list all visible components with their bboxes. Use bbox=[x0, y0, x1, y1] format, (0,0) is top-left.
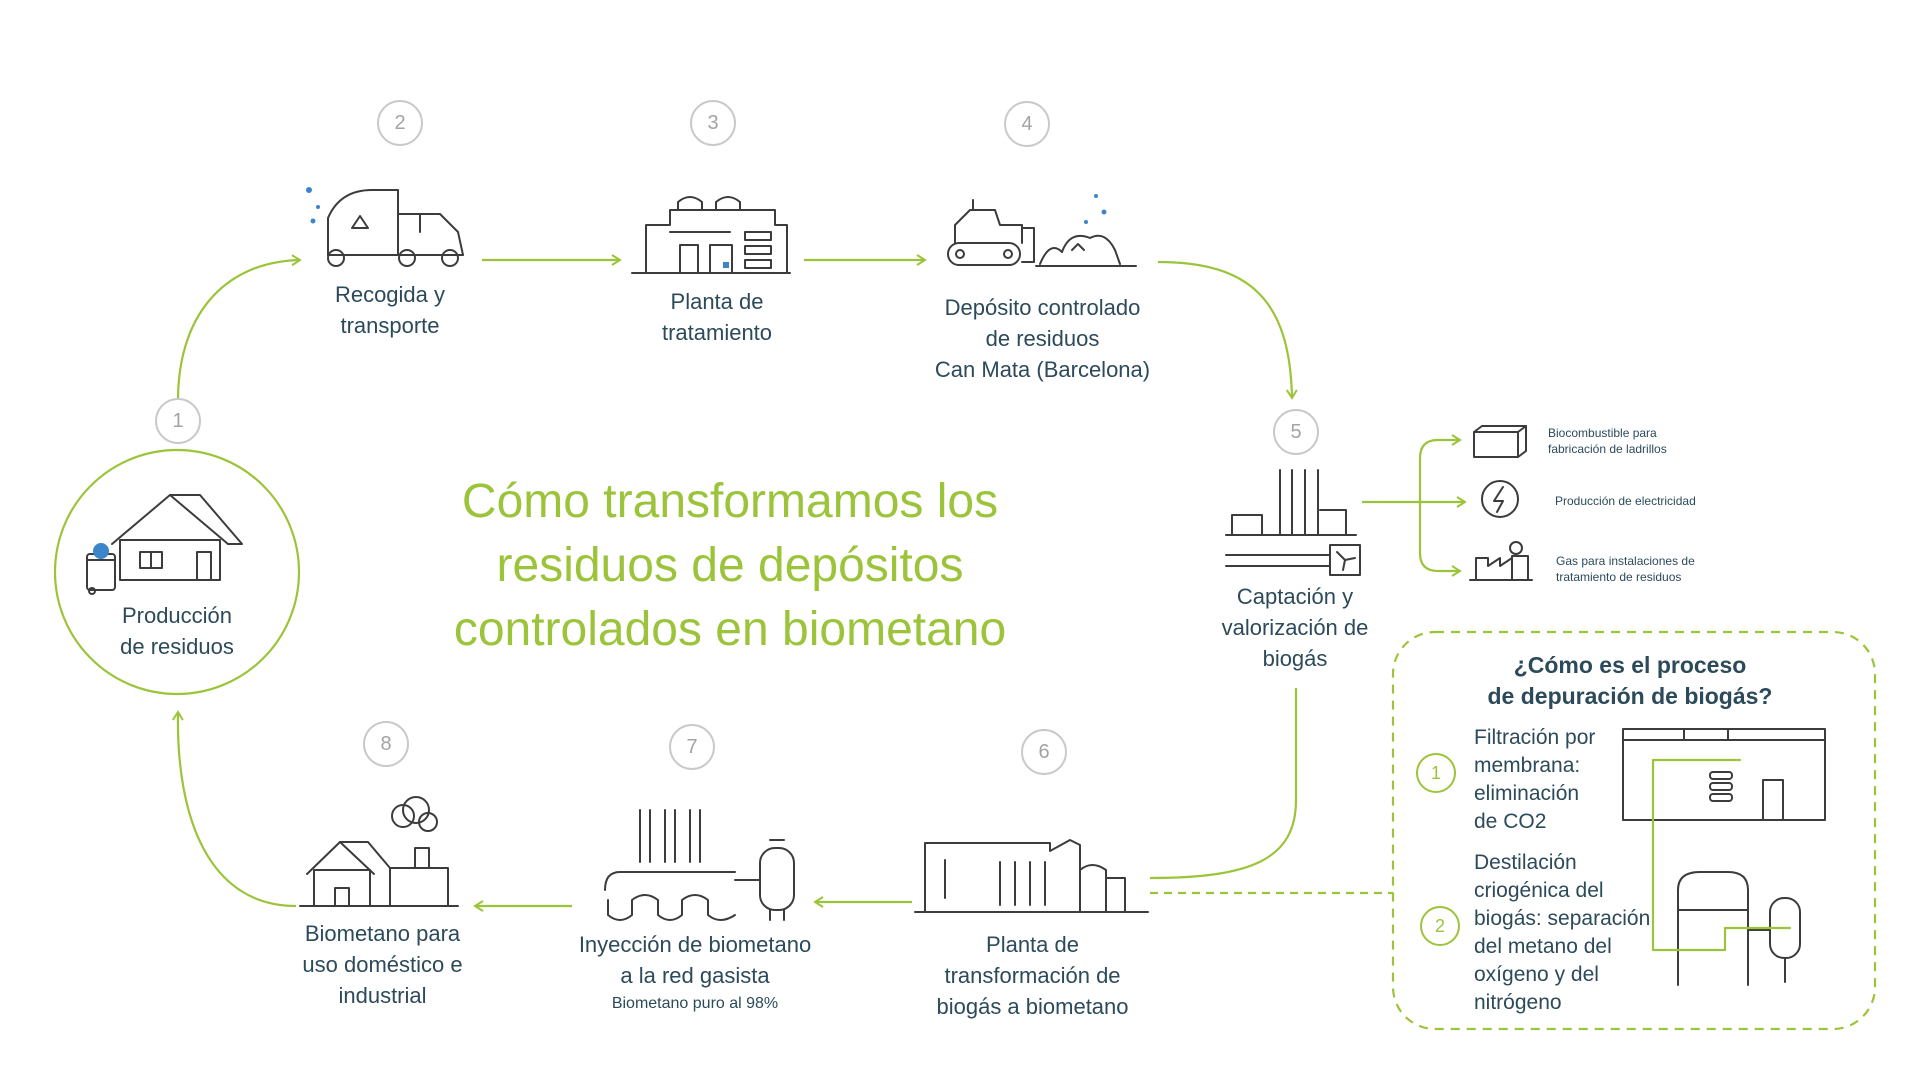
branch-top bbox=[1418, 434, 1462, 502]
step-label-7: Inyección de biometano a la red gasista bbox=[578, 932, 812, 988]
arrow-1-2 bbox=[176, 254, 302, 401]
diagram-title: Cómo transformamos los residuos de depós… bbox=[453, 475, 1007, 656]
house-icon bbox=[86, 494, 243, 595]
step-label-4: Depósito controlado de residuos Can Mata… bbox=[934, 295, 1151, 382]
purification-panel-border bbox=[1391, 630, 1877, 1031]
gas-grid-icon bbox=[604, 809, 795, 921]
garbage-truck-icon bbox=[327, 189, 464, 267]
step-number-6: 6 bbox=[1021, 729, 1067, 775]
treatment-plant-icon bbox=[631, 196, 791, 274]
step-sublabel-7: Biometano puro al 98% bbox=[611, 995, 779, 1012]
arrow-4-5 bbox=[1157, 260, 1298, 400]
step-label-5: Captación y valorización de biogás bbox=[1221, 584, 1369, 671]
home-industry-icon bbox=[299, 796, 459, 907]
step-label-3: Planta de tratamiento bbox=[661, 289, 773, 345]
step-label-8: Biometano para uso doméstico e industria… bbox=[302, 921, 463, 1008]
panel-flow-line bbox=[1651, 758, 1792, 952]
panel-step-number-1: 1 bbox=[1416, 753, 1456, 793]
flow-arrows bbox=[172, 254, 1467, 912]
step-number-2: 2 bbox=[377, 100, 423, 146]
factory-icon bbox=[1469, 541, 1533, 581]
production-circle bbox=[53, 448, 301, 696]
panel-step-label-2: Destilación criogénica del biogás: separ… bbox=[1474, 851, 1651, 1014]
biomethane-plant-icon bbox=[914, 839, 1149, 913]
arrow-5-6 bbox=[1149, 688, 1298, 880]
recycle-bin-lid bbox=[93, 543, 109, 559]
output-label-electricity: Producción de electricidad bbox=[1555, 494, 1696, 508]
step-number-3: 3 bbox=[690, 100, 736, 146]
landfill-bulldozer-icon bbox=[947, 199, 1137, 267]
cryogenic-column-icon bbox=[1677, 871, 1801, 986]
step-number-5: 5 bbox=[1273, 409, 1319, 455]
step-number-1: 1 bbox=[155, 398, 201, 444]
panel-step-label-1: Filtración por membrana: eliminación de … bbox=[1474, 726, 1596, 833]
output-label-gas: Gas para instalaciones de tratamiento de… bbox=[1556, 554, 1695, 584]
bricks-icon bbox=[1473, 425, 1527, 458]
step-label-6: Planta de transformación de biogás a bio… bbox=[936, 932, 1129, 1019]
step-label-1: Producción de residuos bbox=[120, 603, 234, 659]
biogas-capture-icon bbox=[1225, 469, 1361, 576]
panel-title: ¿Cómo es el proceso de depuración de bio… bbox=[1487, 652, 1773, 709]
output-label-bricks: Biocombustible para fabricación de ladri… bbox=[1548, 426, 1667, 456]
step-label-2: Recogida y transporte bbox=[334, 282, 446, 338]
electricity-icon bbox=[1481, 480, 1519, 518]
step-number-7: 7 bbox=[669, 724, 715, 770]
step-number-8: 8 bbox=[363, 721, 409, 767]
membrane-filter-icon bbox=[1622, 728, 1826, 821]
panel-step-number-2: 2 bbox=[1420, 906, 1460, 946]
branch-bottom bbox=[1418, 502, 1462, 577]
step-number-4: 4 bbox=[1004, 101, 1050, 147]
arrow-8-1 bbox=[172, 710, 297, 908]
